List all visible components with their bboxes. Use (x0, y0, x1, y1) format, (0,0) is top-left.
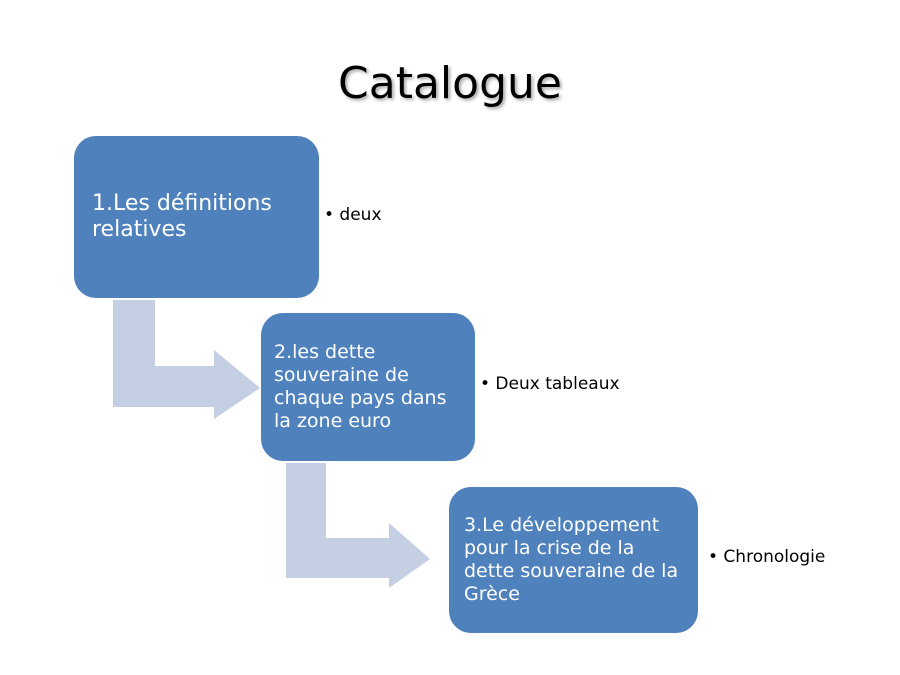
step-detail-1: • deux (324, 205, 382, 225)
step-box-2: 2.les dette souveraine de chaque pays da… (261, 313, 475, 461)
bent-arrow-1 (113, 300, 260, 419)
step-label-1: 1.Les définitions relatives (92, 190, 272, 242)
bent-arrow-2 (286, 463, 430, 588)
step-box-1: 1.Les définitions relatives (74, 136, 319, 298)
step-label-2: 2.les dette souveraine de chaque pays da… (274, 341, 447, 432)
slide-title: Catalogue (338, 58, 562, 109)
step-box-3: 3.Le développement pour la crise de la d… (449, 487, 698, 633)
step-detail-2: • Deux tableaux (480, 374, 620, 394)
step-detail-3: • Chronologie (708, 547, 826, 567)
step-label-3: 3.Le développement pour la crise de la d… (464, 514, 679, 605)
